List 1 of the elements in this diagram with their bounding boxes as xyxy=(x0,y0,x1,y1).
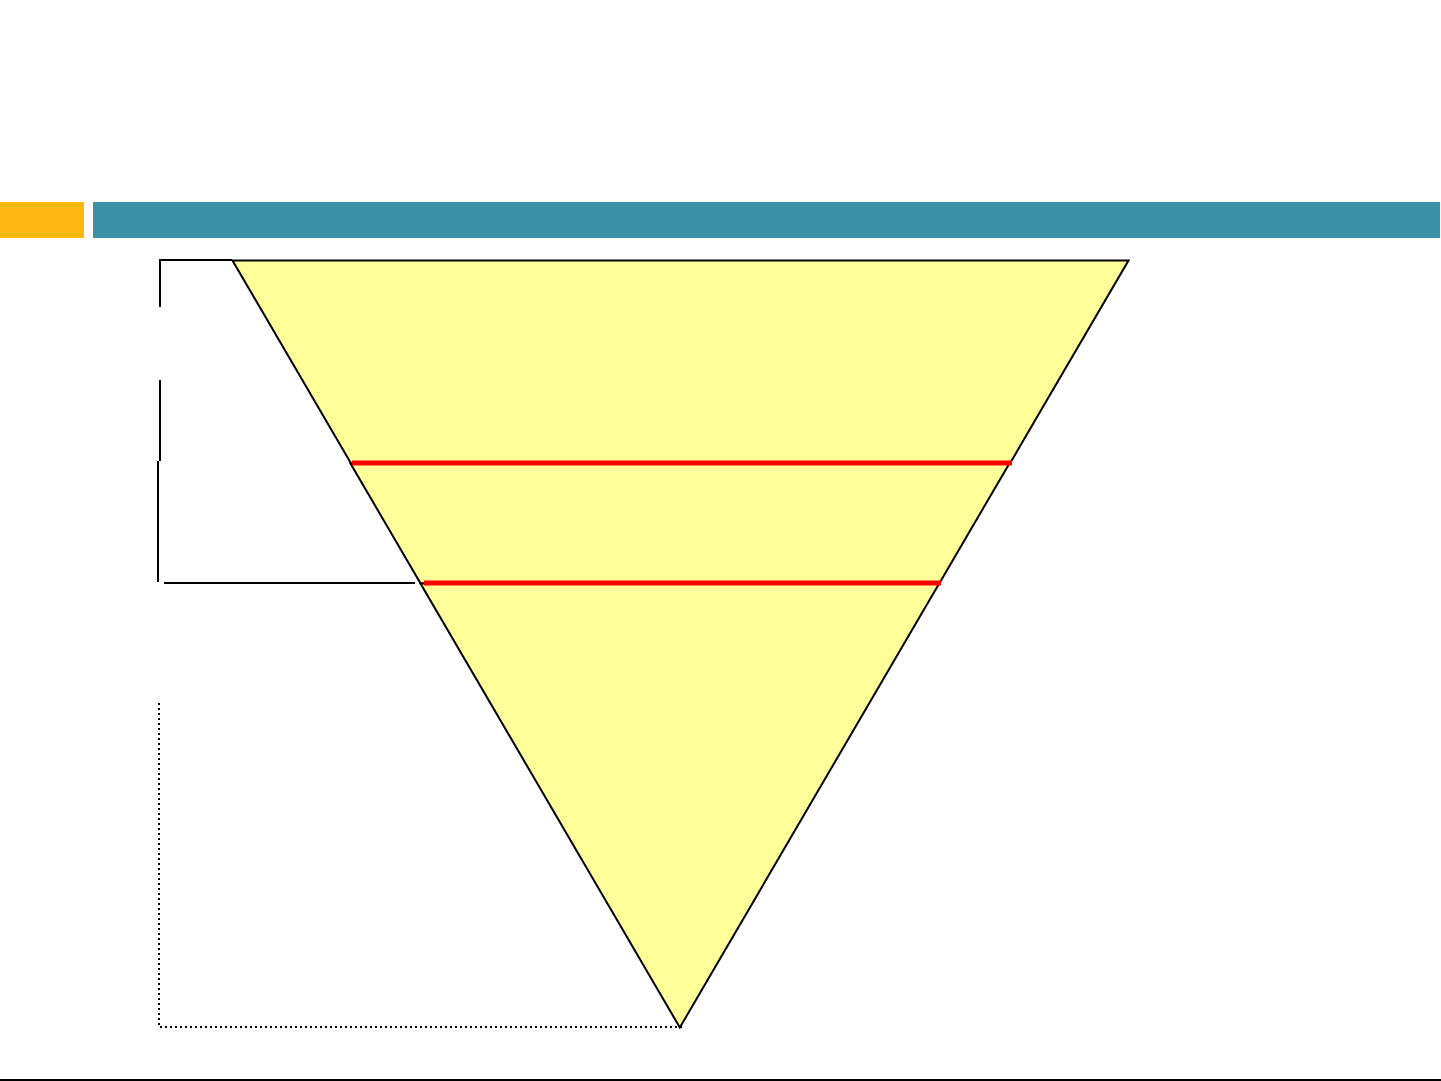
funnel-band xyxy=(349,461,1011,585)
